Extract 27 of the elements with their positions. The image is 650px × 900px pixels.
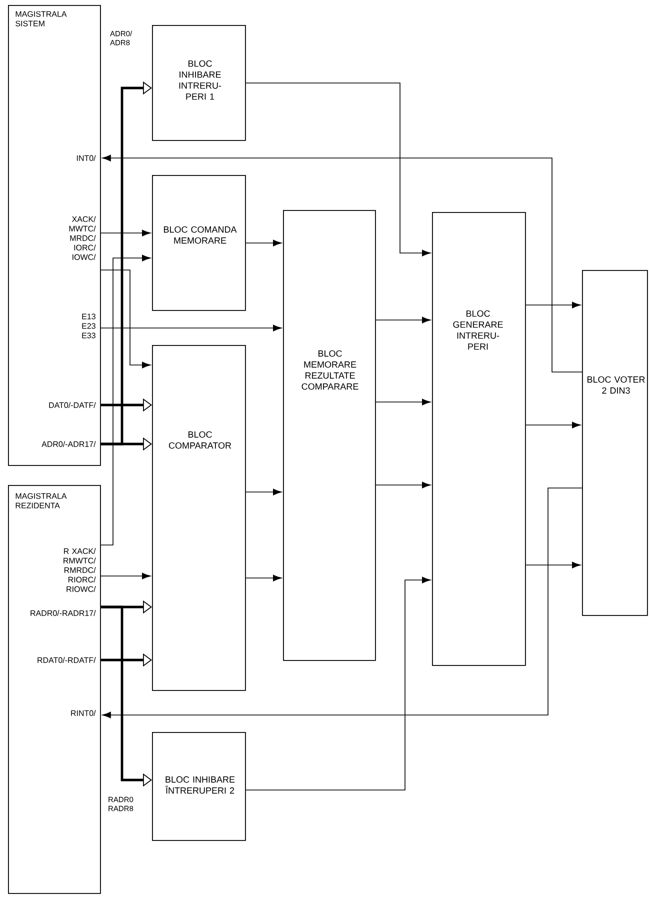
block-box: BLOC GENERARE INTRERU- PERI xyxy=(432,212,526,666)
arrow xyxy=(526,562,581,568)
arrow xyxy=(376,398,431,406)
arrow xyxy=(102,488,582,718)
bus-box: MAGISTRALA REZIDENTA R XACK/ RMWTC/ RMRDC/ RIORC/ RIOWC/ RADR0/-RADR17/ RDAT0/-RDATF/ RINT0/ xyxy=(8,485,101,894)
block-box: BLOC VOTER 2 DIN3 xyxy=(582,270,648,616)
block-box: BLOC INHIBARE INTRERU- PERI 1 xyxy=(152,25,246,141)
block-box: BLOC COMANDA MEMORARE xyxy=(152,175,246,311)
arrow xyxy=(246,240,282,246)
arrow xyxy=(100,572,151,580)
arrow xyxy=(526,302,581,308)
arrow xyxy=(100,230,151,236)
arrow xyxy=(246,576,431,790)
arrow xyxy=(376,482,431,488)
arrow xyxy=(246,574,282,582)
arrow xyxy=(526,422,581,428)
arrow xyxy=(246,488,282,496)
arrow xyxy=(100,254,151,546)
block-box: BLOC MEMORARE REZULTATE COMPARARE xyxy=(283,210,376,661)
arrow xyxy=(100,324,282,332)
block-box: BLOC INHIBARE ÎNTRERUPERI 2 xyxy=(152,732,246,841)
arrow xyxy=(246,82,431,256)
arrow xyxy=(102,154,582,372)
block-box: BLOC COMPARATOR xyxy=(152,345,246,691)
arrow xyxy=(376,316,431,324)
arrow xyxy=(100,270,151,368)
bus-box: MAGISTRALA SISTEM INT0/ XACK/ MWTC/ MRDC/ IORC/ IOWC/ E13 E23 E33 DAT0/-DATF/ ADR0/-ADR17/ xyxy=(8,5,101,466)
